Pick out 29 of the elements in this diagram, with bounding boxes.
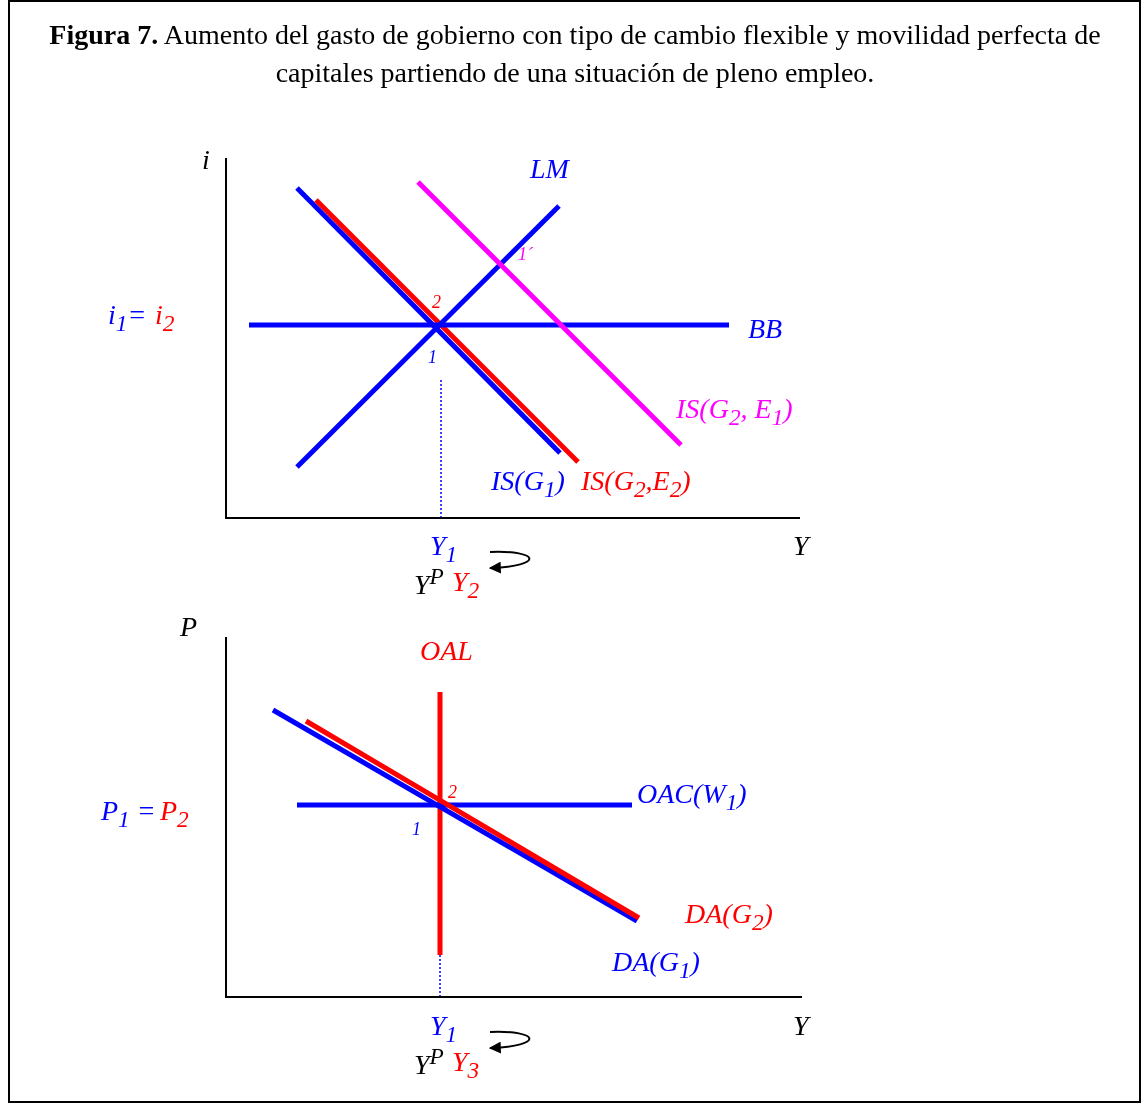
value-label: Y$^{P}$ (414, 565, 444, 600)
curve-label: LM (530, 155, 569, 183)
point-label: 1 (428, 348, 437, 366)
curve-label: IS(G$_{2}$, E$_{1}$) (676, 395, 793, 429)
curve-label: DA(G$_{1}$) (612, 948, 700, 982)
point-label: 2 (432, 293, 441, 311)
curve-label: BB (748, 315, 783, 343)
point-label: 2 (448, 783, 457, 801)
value-label: Y$^{P}$ (414, 1045, 444, 1080)
value-label: i$_{2}$ (155, 301, 175, 335)
value-label: Y$_{1}$ (430, 532, 458, 566)
axis-label: P (180, 613, 198, 641)
curve-label: DA(G$_{2}$) (685, 900, 773, 934)
figure-title: Figura 7. Aumento del gasto de gobierno con tipo de cambio flexible y movilidad perfecta de capitales partiendo de una situación de pleno empleo. (48, 18, 1102, 90)
value-label: i$_{1}$= (108, 301, 147, 335)
value-label: P$_{1}$ = (101, 797, 156, 831)
value-label: Y$_{2}$ (452, 568, 480, 602)
curve-label: IS(G$_{1}$) (491, 467, 565, 501)
axis-label: Y (793, 532, 809, 560)
point-label: 1´ (518, 245, 533, 263)
value-label: Y$_{1}$ (430, 1012, 458, 1046)
point-label: 1 (412, 820, 421, 838)
curve-label: IS(G$_{2}$,E$_{2}$) (581, 467, 691, 501)
curve-label: OAC(W$_{1}$) (637, 780, 747, 814)
axis-label: i (202, 146, 210, 174)
curve-label: OAL (420, 637, 473, 665)
value-label: P$_{2}$ (160, 797, 189, 831)
axis-label: Y (793, 1012, 809, 1040)
value-label: Y$_{3}$ (452, 1048, 480, 1082)
